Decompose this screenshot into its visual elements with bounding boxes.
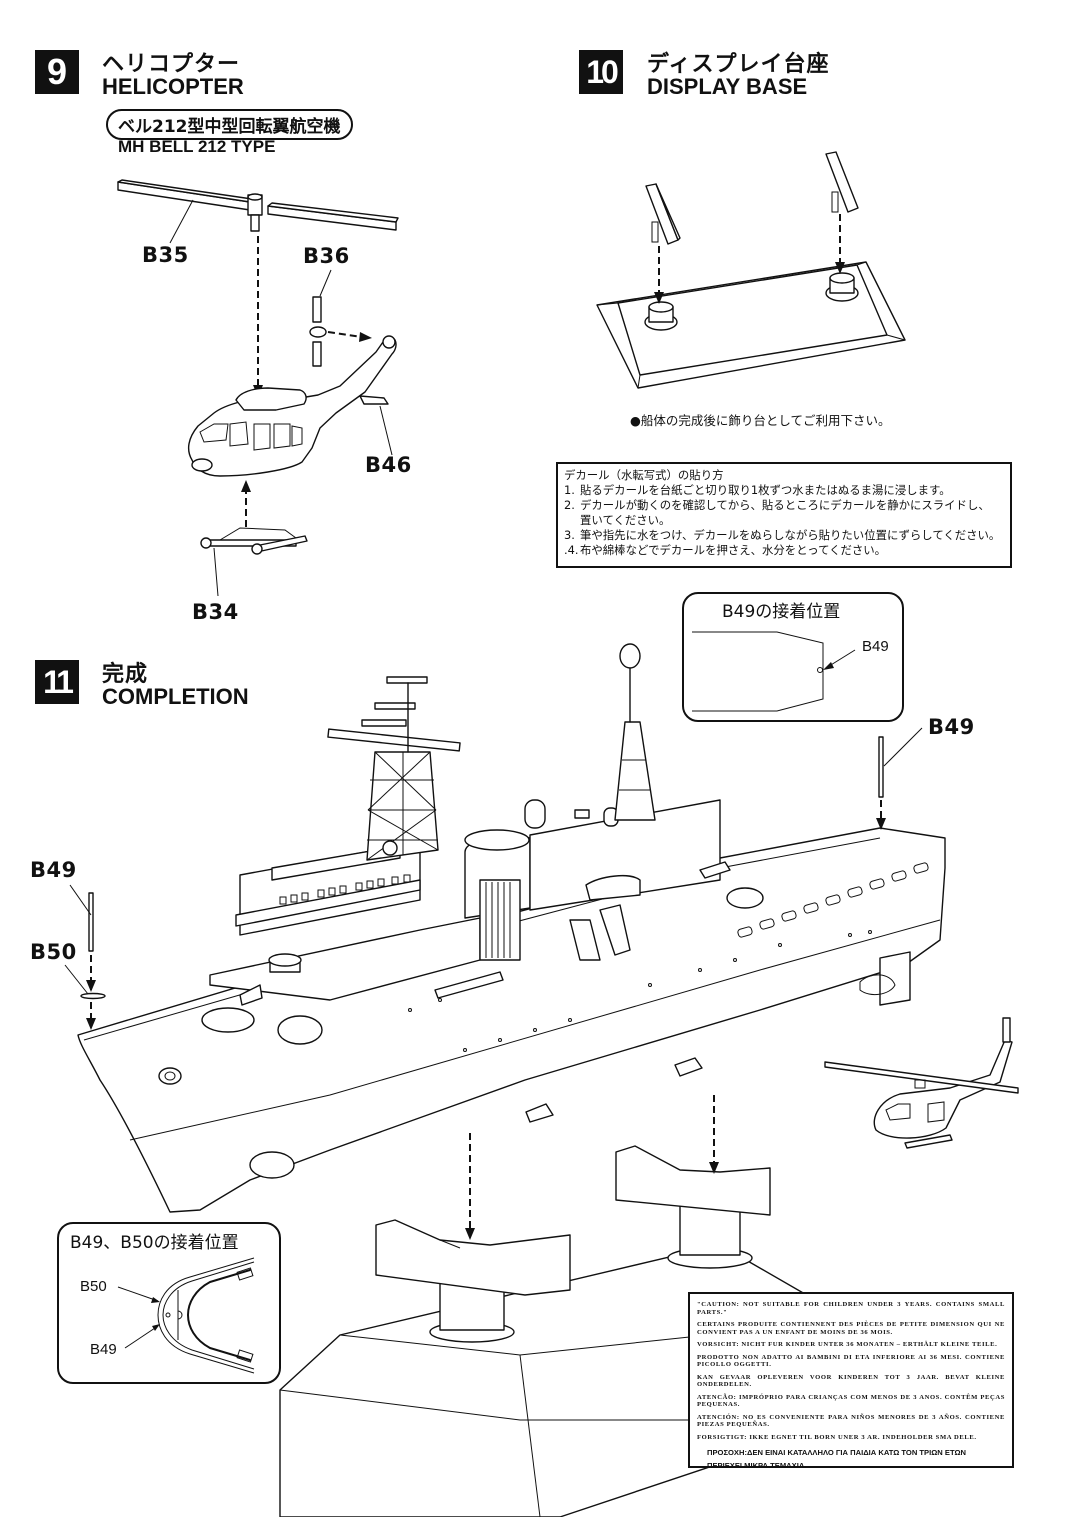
skid-part-b34 xyxy=(200,527,308,555)
b49-b50-position-title: B49、B50の接着位置 xyxy=(70,1233,239,1253)
warning-greek-line-2: ΠΕΡΙΕΧΕΙ ΜΙΚΡΑ ΤΕΜΑΧΙΑ. xyxy=(707,1461,807,1470)
warning-italian: PRODOTTO NON ADATTO AI BAMBINI DI ETA IN… xyxy=(697,1353,1005,1369)
decal-step-2: 2. デカールが動くのを確認してから、貼るところにデカールを静かにスライドし、 xyxy=(564,498,1004,513)
ship-hull xyxy=(77,827,946,1213)
b49-position-detail-box xyxy=(682,592,904,722)
decal-step-number: 1. xyxy=(564,483,575,497)
step-9-title-en: HELICOPTER xyxy=(102,74,244,99)
safety-warning-box: "CAUTION: NOT SUITABLE FOR CHILDREN UNDE… xyxy=(688,1292,1014,1470)
b49-detail-label: B49 xyxy=(90,1341,117,1358)
warning-dutch: KAN GEVAAR OPLEVEREN VOOR KINDEREN TOT 3… xyxy=(697,1373,1005,1389)
warning-greek-line-1: ΠΡΟΣΟΧΗ:ΔΕΝ ΕΙΝΑΙ ΚΑΤΑΛΛΗΛΟ ΓΙΑ ΠΑΙΔΙΑ Κ… xyxy=(707,1448,967,1457)
warning-german: VORSICHT: NICHT FUR KINDER UNTER 36 MONA… xyxy=(697,1341,998,1348)
helicopter-body xyxy=(187,335,397,477)
step-10-title-jp: ディスプレイ台座 xyxy=(647,52,830,77)
decal-step-text: 筆や指先に水をつけ、デカールをぬらしながら貼りたい位置にずらしてください。 xyxy=(580,528,1001,542)
b49-b50-position-detail-box xyxy=(57,1222,281,1384)
step-10-number: 10 xyxy=(579,50,623,94)
part-label-b34: B34 xyxy=(192,600,239,624)
decal-step-text: デカールが動くのを確認してから、貼るところにデカールを静かにスライドし、 xyxy=(580,498,990,512)
step-11-number: 11 xyxy=(35,660,79,704)
part-label-b49-stern: B49 xyxy=(928,715,975,739)
main-rotor-part-b35 xyxy=(117,179,399,232)
decal-step-text: 貼るデカールを台紙ごと切り取り1枚ずつ水またはぬるま湯に浸します。 xyxy=(580,483,951,497)
decal-step-number: .4. xyxy=(564,543,579,557)
completed-helicopter xyxy=(824,1017,1019,1149)
tail-rotor-part-b36 xyxy=(309,296,327,367)
step-11-title-en: COMPLETION xyxy=(102,684,249,709)
ship-superstructure xyxy=(201,643,764,1045)
decal-instructions-title: デカール（水転写式）の貼り方 xyxy=(564,468,724,482)
warning-english: "CAUTION: NOT SUITABLE FOR CHILDREN UNDE… xyxy=(697,1301,1005,1316)
display-base-note: ●船体の完成後に飾り台としてご利用下さい。 xyxy=(630,413,891,428)
part-label-b49-bow: B49 xyxy=(30,858,77,882)
decal-step-number: 2. xyxy=(564,498,575,512)
decal-step-text: 布や綿棒などでデカールを押さえ、水分をとってください。 xyxy=(580,543,887,557)
b50-detail-label: B50 xyxy=(80,1278,107,1295)
base-support-right xyxy=(825,151,859,213)
decal-step-number: 3. xyxy=(564,528,575,542)
step-9-title-jp: ヘリコプター xyxy=(102,52,241,77)
decal-step-2-continued: 置いてください。 xyxy=(580,513,671,527)
part-label-b35: B35 xyxy=(142,243,189,267)
warning-danish: FORSIGTIGT: IKKE EGNET TIL BORN UNER 3 A… xyxy=(697,1433,977,1441)
warning-french: CERTAINS PRODUITE CONTIENNENT DES PIÈCES… xyxy=(697,1321,1005,1336)
step-9-number: 9 xyxy=(35,50,79,94)
decal-instructions-box: デカール（水転写式）の貼り方 1. 貼るデカールを台紙ごと切り取り1枚ずつ水または… xyxy=(556,462,1012,568)
b49-position-title: B49の接着位置 xyxy=(722,602,841,622)
part-label-b36: B36 xyxy=(303,244,350,268)
decal-step-3: 3. 筆や指先に水をつけ、デカールをぬらしながら貼りたい位置にずらしてください。 xyxy=(564,528,1004,543)
decal-step-1: 1. 貼るデカールを台紙ごと切り取り1枚ずつ水またはぬるま湯に浸します。 xyxy=(564,483,1004,498)
part-label-b46: B46 xyxy=(365,453,412,477)
part-label-b50-bow: B50 xyxy=(30,940,77,964)
warning-portuguese: ATENCÃO: IMPRÓPRIO PARA CRIANÇAS COM MEN… xyxy=(697,1393,1005,1409)
helicopter-type-jp: ベル212型中型回転翼航空機 xyxy=(106,109,353,140)
base-support-left xyxy=(645,183,681,245)
step-10-title-en: DISPLAY BASE xyxy=(647,74,808,99)
warning-spanish: ATENCIÓN: NO ES CONVENIENTE PARA NIÑOS M… xyxy=(697,1413,1005,1429)
step-11-title-jp: 完成 xyxy=(102,662,149,687)
decal-step-4: .4.布や綿棒などでデカールを押さえ、水分をとってください。 xyxy=(564,543,1004,558)
helicopter-type-en: MH BELL 212 TYPE xyxy=(118,137,276,156)
b49-position-label: B49 xyxy=(862,638,889,655)
